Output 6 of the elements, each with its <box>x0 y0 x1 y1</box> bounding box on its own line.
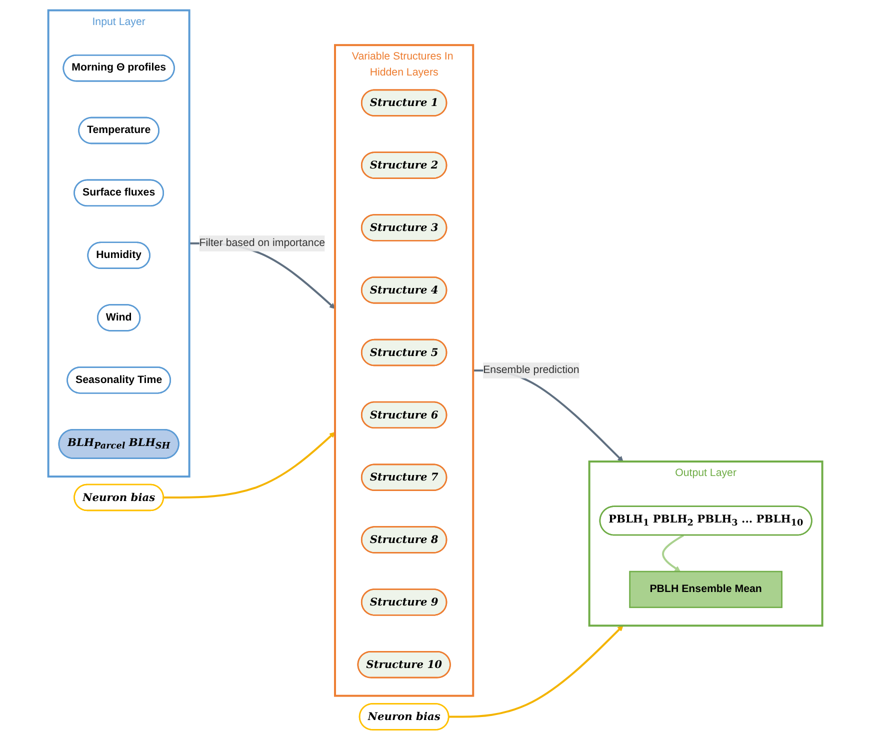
arrow <box>163 432 335 498</box>
arrow <box>448 625 623 718</box>
arrow <box>662 534 684 572</box>
node-box: PBLH Ensemble Mean <box>628 570 782 608</box>
edge-label: Filter based on importance <box>198 237 325 249</box>
edge-label: Ensemble prediction <box>482 364 580 376</box>
